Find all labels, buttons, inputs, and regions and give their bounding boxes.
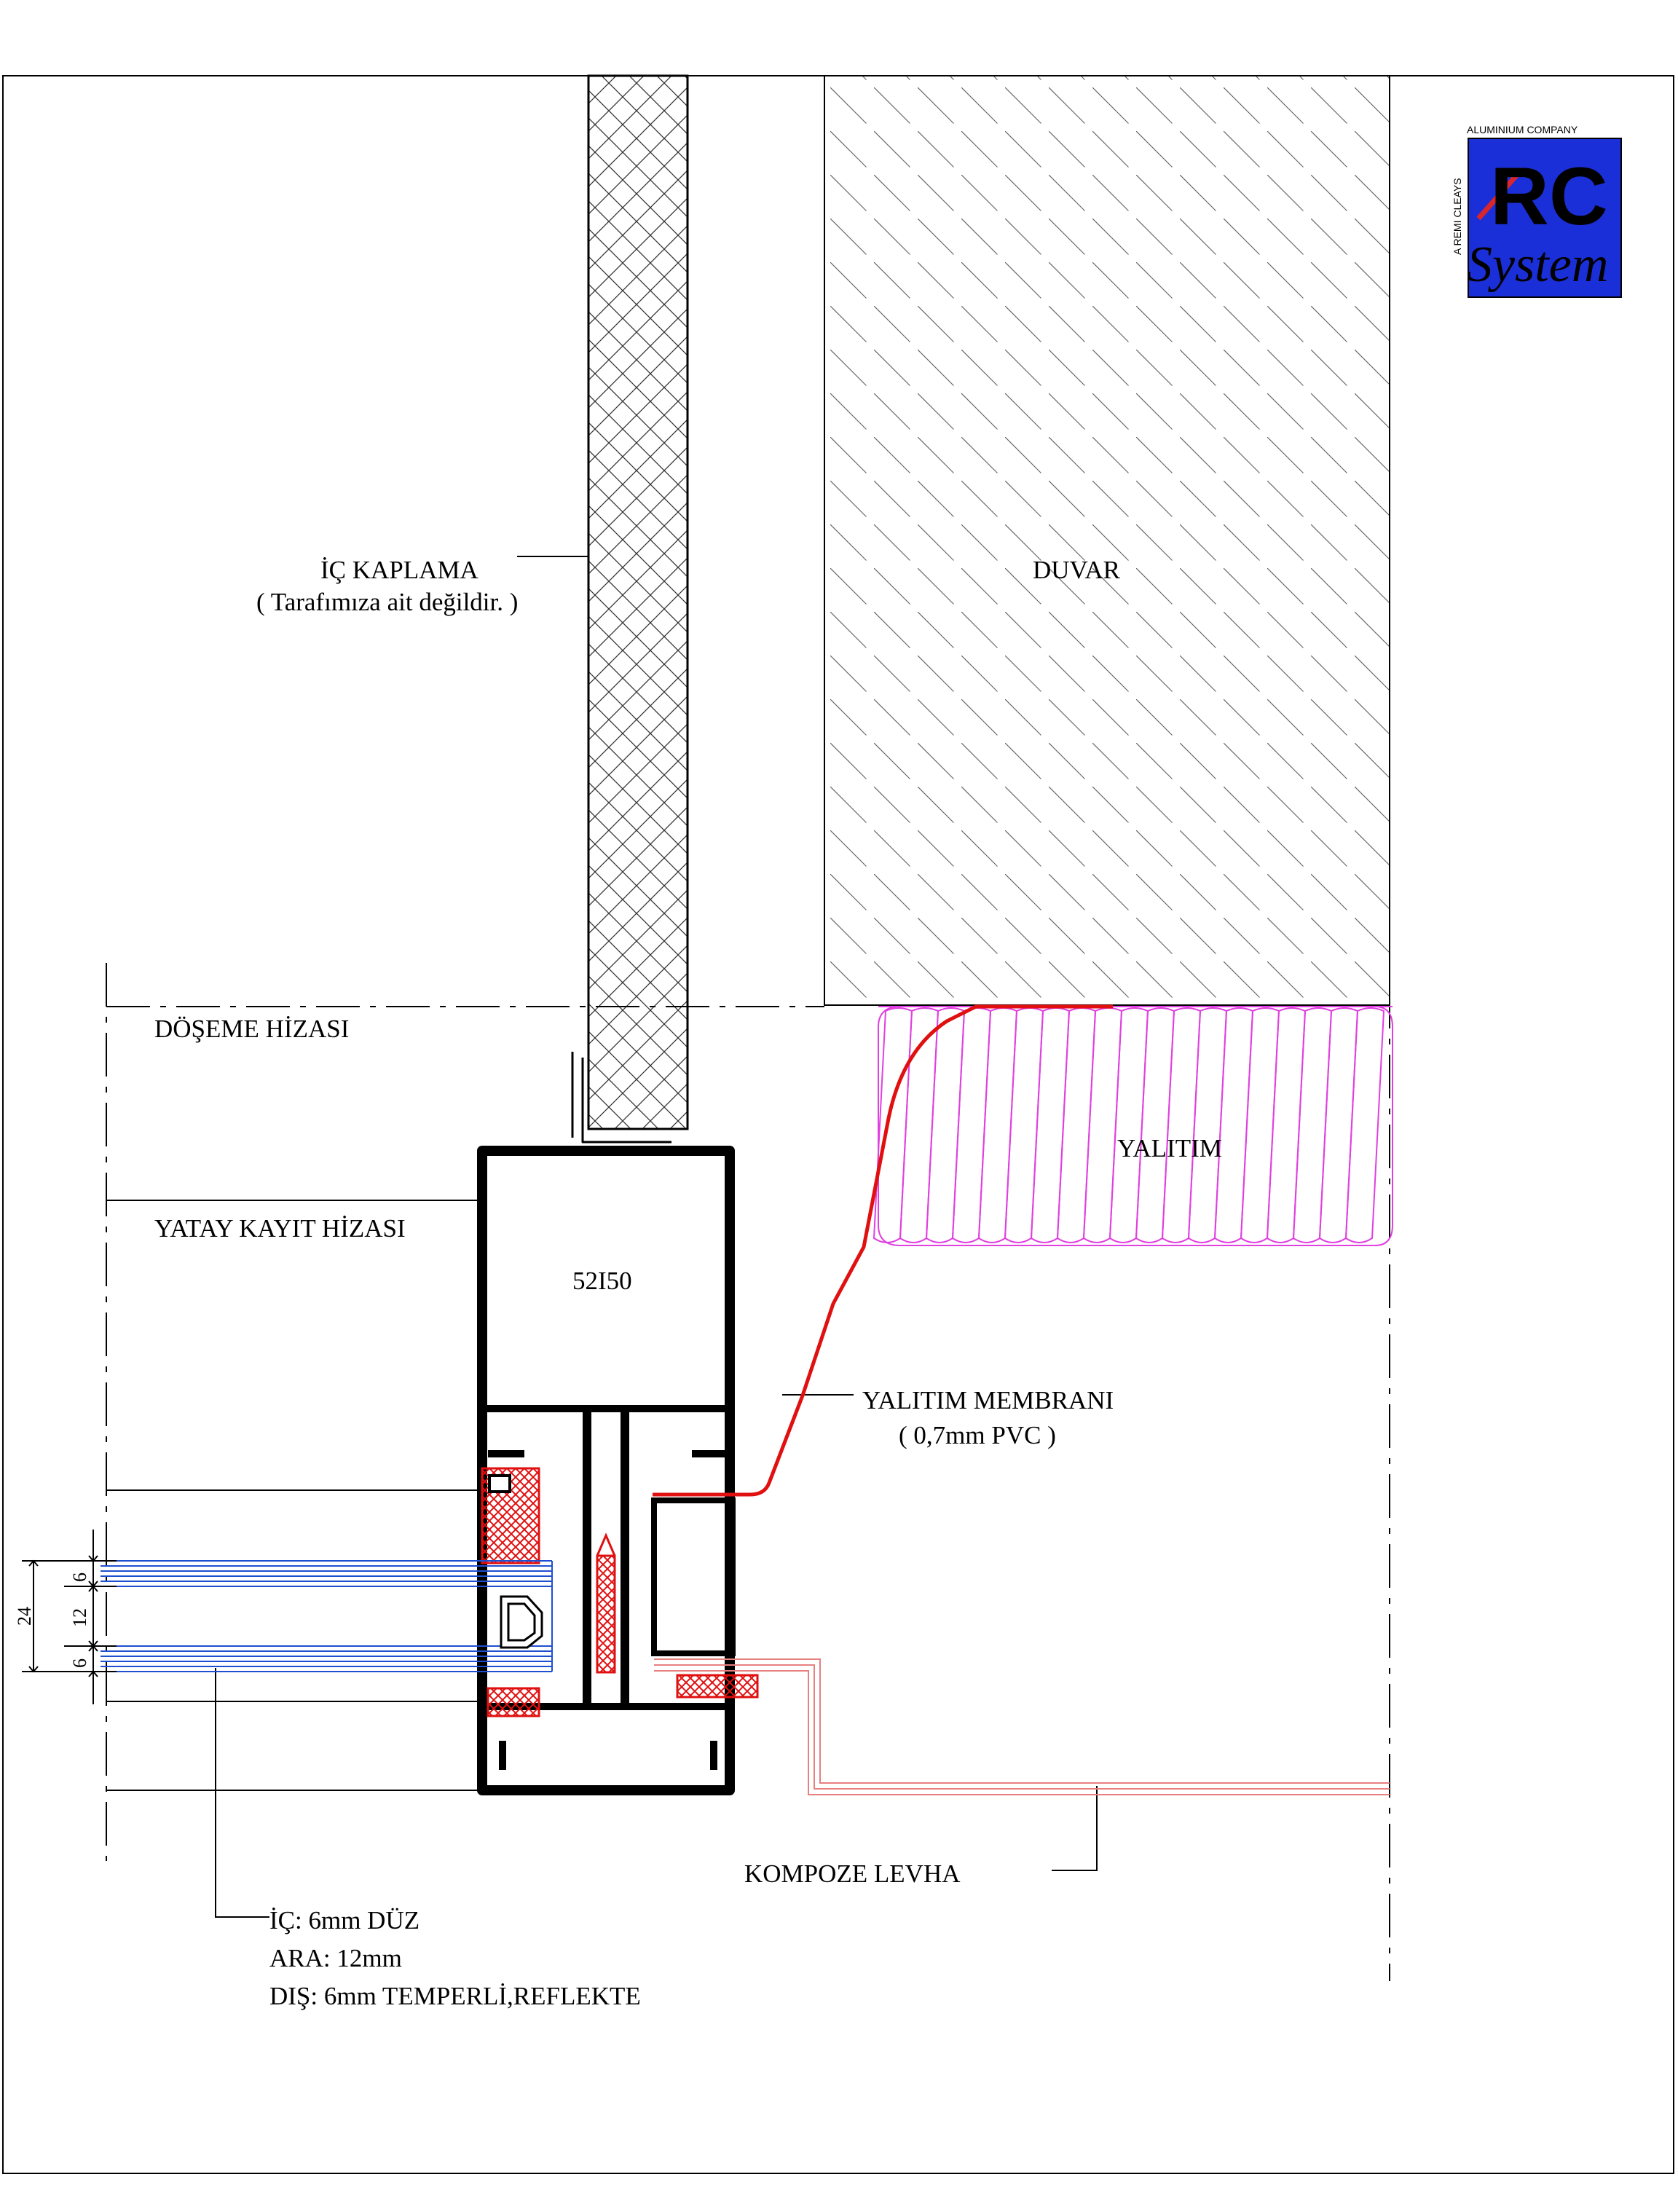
label-glass-inner: İÇ: 6mm DÜZ [269,1906,420,1934]
logo-accent-icon [1476,167,1524,221]
insulation-batt [878,1006,1393,1246]
label-yalitim: YALITIM [1117,1134,1222,1162]
glass-spacer [500,1595,543,1649]
label-doseme-hizasi: DÖŞEME HİZASI [154,1015,349,1043]
label-ic-kaplama-note: ( Tarafımıza ait değildir. ) [256,588,518,616]
label-membrane-spec: ( 0,7mm PVC ) [899,1421,1056,1449]
label-glass-gap: ARA: 12mm [269,1944,402,1972]
dim-outer-pane: 6 [69,1573,90,1582]
logo-brand: RC [1490,151,1608,242]
logo-company: ALUMINIUM COMPANY [1467,124,1578,135]
label-yatay-kayit-hizasi: YATAY KAYIT HİZASI [154,1214,406,1243]
dim-inner-pane: 6 [69,1658,90,1668]
gaskets [481,1467,759,1717]
logo-box [1468,138,1622,298]
insulation-membrane [653,1004,1113,1497]
label-membrane-title: YALITIM MEMBRANI [862,1386,1114,1414]
logo-side-text: A REMI CLEAYS [1451,178,1463,255]
glass-leader [215,1668,269,1918]
label-ic-kaplama: İÇ KAPLAMA [320,556,479,584]
label-glass-outer: DIŞ: 6mm TEMPERLİ,REFLEKTE [269,1982,641,2010]
dimension-chain [22,1530,117,1704]
panel-leader [1052,1786,1098,1871]
dim-total: 24 [14,1607,35,1626]
insulation-coil [1344,1007,1385,1243]
composite-panel [654,1658,1390,1795]
wall [824,75,1390,1006]
insulation-coils [873,1007,1385,1243]
label-profile-code: 52I50 [572,1267,632,1295]
dim-cavity: 12 [69,1608,90,1627]
logo-brand-sub: System [1467,237,1608,293]
company-logo: ALUMINIUM COMPANY A REMI CLEAYS RC Syste… [1451,124,1622,298]
label-duvar: DUVAR [1033,556,1121,584]
interior-cladding [587,74,689,1130]
pressure-plate-box [651,1497,736,1656]
insulated-glass-unit [101,1560,553,1672]
label-kompoze-levha: KOMPOZE LEVHA [744,1859,961,1888]
